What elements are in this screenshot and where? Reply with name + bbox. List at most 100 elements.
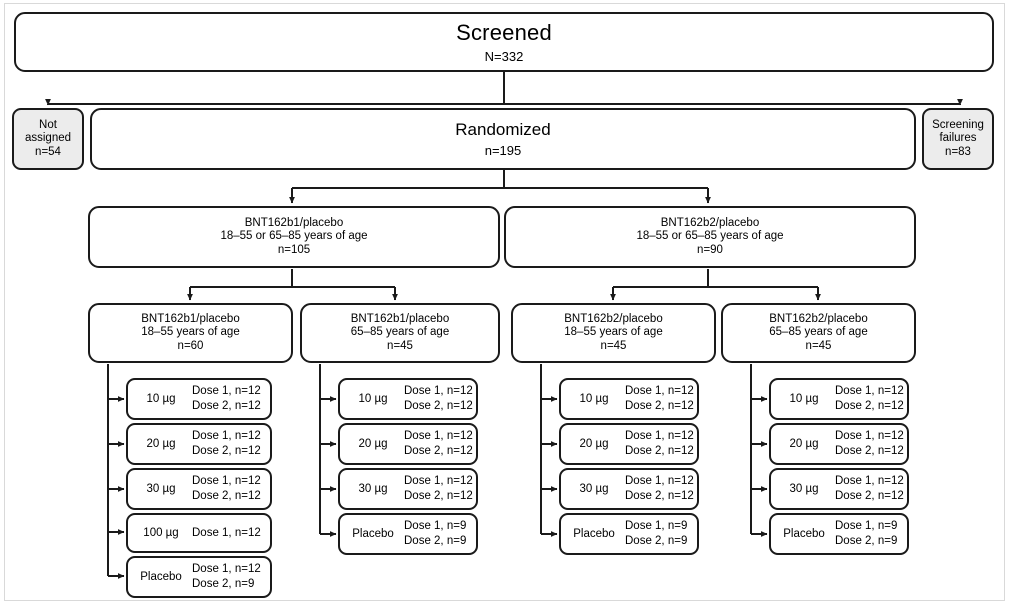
screened-count: N=332 <box>484 48 524 64</box>
dose1-count: Dose 1, n=12 <box>835 385 904 398</box>
dose2-count: Dose 2, n=12 <box>192 400 261 412</box>
dose-counts: Dose 1, n=12 Dose 2, n=12 <box>833 384 904 414</box>
dose-counts: Dose 1, n=12 Dose 2, n=12 <box>623 384 694 414</box>
dose-amount: 10 µg <box>146 393 176 405</box>
dose-amount: 30 µg <box>146 483 176 495</box>
dose-arm[interactable]: 30 µg Dose 1, n=12 Dose 2, n=12 <box>338 468 478 510</box>
dose-amount: 20 µg <box>789 438 819 450</box>
dose-counts: Dose 1, n=12 Dose 2, n=12 <box>833 474 904 504</box>
node-bnt162b1-group[interactable]: BNT162b1/placebo 18–55 or 65–85 years of… <box>88 206 500 268</box>
node-randomized[interactable]: Randomized n=195 <box>90 108 916 170</box>
dose2-count: Dose 2, n=9 <box>835 535 898 547</box>
not-assigned-line2: assigned <box>24 132 72 145</box>
dose-arm[interactable]: 10 µg Dose 1, n=12 Dose 2, n=12 <box>338 378 478 420</box>
dose-amount: Placebo <box>352 528 394 540</box>
tier3-2-title: BNT162b2/placebo <box>564 312 663 325</box>
dose1-count: Dose 1, n=12 <box>835 430 904 443</box>
node-not-assigned[interactable]: Not assigned n=54 <box>12 108 84 170</box>
dose-arm[interactable]: Placebo Dose 1, n=9 Dose 2, n=9 <box>559 513 699 555</box>
dose-counts: Dose 1, n=12 Dose 2, n=12 <box>190 384 264 414</box>
dose2-count: Dose 2, n=12 <box>192 445 261 457</box>
dose-arm[interactable]: 20 µg Dose 1, n=12 Dose 2, n=12 <box>126 423 272 465</box>
dose-arm[interactable]: 20 µg Dose 1, n=12 Dose 2, n=12 <box>338 423 478 465</box>
dose2-count: Dose 2, n=9 <box>625 535 688 547</box>
dose-arm[interactable]: 20 µg Dose 1, n=12 Dose 2, n=12 <box>769 423 909 465</box>
dose-amount: 30 µg <box>358 483 388 495</box>
dose-amount: 10 µg <box>789 393 819 405</box>
dose1-count: Dose 1, n=12 <box>625 385 694 398</box>
dose2-count: Dose 2, n=12 <box>192 490 261 502</box>
dose-arm[interactable]: Placebo Dose 1, n=9 Dose 2, n=9 <box>769 513 909 555</box>
dose1-count: Dose 1, n=9 <box>625 520 688 533</box>
node-bnt162b2-18-55[interactable]: BNT162b2/placebo 18–55 years of age n=45 <box>511 303 716 363</box>
dose-arm[interactable]: 100 µg Dose 1, n=12 <box>126 513 272 553</box>
node-screening-failures[interactable]: Screening failures n=83 <box>922 108 994 170</box>
dose-counts: Dose 1, n=9 Dose 2, n=9 <box>623 519 691 549</box>
node-bnt162b2-group[interactable]: BNT162b2/placebo 18–55 or 65–85 years of… <box>504 206 916 268</box>
dose2-count: Dose 2, n=12 <box>625 490 694 502</box>
tier2-1-title: BNT162b2/placebo <box>660 216 760 229</box>
dose-arm[interactable]: Placebo Dose 1, n=12 Dose 2, n=9 <box>126 556 272 598</box>
dose-arm[interactable]: 10 µg Dose 1, n=12 Dose 2, n=12 <box>769 378 909 420</box>
dose-amount: 20 µg <box>358 438 388 450</box>
dose1-count: Dose 1, n=12 <box>192 385 261 398</box>
dose-counts: Dose 1, n=12 Dose 2, n=12 <box>623 474 694 504</box>
tier3-0-ages: 18–55 years of age <box>141 326 240 339</box>
tier3-3-title: BNT162b2/placebo <box>769 312 868 325</box>
dose2-count: Dose 2, n=12 <box>404 400 473 412</box>
dose2-count: Dose 2, n=12 <box>625 400 694 412</box>
tier3-0-count: n=60 <box>177 339 204 352</box>
dose-amount: 20 µg <box>146 438 176 450</box>
dose-arm[interactable]: 30 µg Dose 1, n=12 Dose 2, n=12 <box>769 468 909 510</box>
dose-arm[interactable]: 10 µg Dose 1, n=12 Dose 2, n=12 <box>559 378 699 420</box>
node-screened[interactable]: Screened N=332 <box>14 12 994 72</box>
screening-failures-line2: failures <box>939 132 977 145</box>
dose-arm[interactable]: 20 µg Dose 1, n=12 Dose 2, n=12 <box>559 423 699 465</box>
dose-counts: Dose 1, n=12 Dose 2, n=12 <box>833 429 904 459</box>
node-bnt162b1-18-55[interactable]: BNT162b1/placebo 18–55 years of age n=60 <box>88 303 293 363</box>
dose1-count: Dose 1, n=12 <box>404 385 473 398</box>
dose-counts: Dose 1, n=12 Dose 2, n=9 <box>190 562 264 592</box>
dose-counts: Dose 1, n=12 Dose 2, n=12 <box>623 429 694 459</box>
dose-arm[interactable]: 10 µg Dose 1, n=12 Dose 2, n=12 <box>126 378 272 420</box>
dose-arm[interactable]: Placebo Dose 1, n=9 Dose 2, n=9 <box>338 513 478 555</box>
dose1-count: Dose 1, n=12 <box>192 563 261 576</box>
randomized-count: n=195 <box>484 142 522 158</box>
dose1-count: Dose 1, n=9 <box>404 520 467 533</box>
figure-border <box>4 3 1005 601</box>
dose-arm[interactable]: 30 µg Dose 1, n=12 Dose 2, n=12 <box>126 468 272 510</box>
dose1-count: Dose 1, n=12 <box>404 430 473 443</box>
dose-counts: Dose 1, n=12 Dose 2, n=12 <box>402 384 473 414</box>
screening-failures-line1: Screening <box>932 118 984 131</box>
dose2-count: Dose 2, n=12 <box>404 490 473 502</box>
dose-amount: 30 µg <box>789 483 819 495</box>
screening-failures-count: n=83 <box>945 145 971 158</box>
tier3-3-count: n=45 <box>805 339 832 352</box>
tier3-2-ages: 18–55 years of age <box>564 326 663 339</box>
tier3-1-title: BNT162b1/placebo <box>350 312 450 325</box>
dose-counts: Dose 1, n=12 <box>190 526 264 541</box>
node-bnt162b1-65-85[interactable]: BNT162b1/placebo 65–85 years of age n=45 <box>300 303 500 363</box>
dose-amount: 20 µg <box>579 438 609 450</box>
dose1-count: Dose 1, n=12 <box>192 430 261 443</box>
dose2-count: Dose 2, n=9 <box>404 535 467 547</box>
dose-amount: Placebo <box>140 571 182 583</box>
dose-arm[interactable]: 30 µg Dose 1, n=12 Dose 2, n=12 <box>559 468 699 510</box>
dose-counts: Dose 1, n=12 Dose 2, n=12 <box>402 429 473 459</box>
dose1-count: Dose 1, n=12 <box>625 475 694 488</box>
dose1-count: Dose 1, n=12 <box>192 475 261 488</box>
dose-amount: Placebo <box>783 528 825 540</box>
tier2-1-ages: 18–55 or 65–85 years of age <box>636 230 784 243</box>
dose-amount: 10 µg <box>579 393 609 405</box>
dose2-count: Dose 2, n=12 <box>835 445 904 457</box>
tier3-3-ages: 65–85 years of age <box>769 326 868 339</box>
not-assigned-count: n=54 <box>35 145 61 158</box>
dose-amount: 100 µg <box>143 527 179 539</box>
node-bnt162b2-65-85[interactable]: BNT162b2/placebo 65–85 years of age n=45 <box>721 303 916 363</box>
dose1-count: Dose 1, n=12 <box>192 526 261 539</box>
dose1-count: Dose 1, n=12 <box>835 475 904 488</box>
dose2-count: Dose 2, n=12 <box>835 490 904 502</box>
dose-counts: Dose 1, n=12 Dose 2, n=12 <box>190 429 264 459</box>
dose-amount: 10 µg <box>358 393 388 405</box>
